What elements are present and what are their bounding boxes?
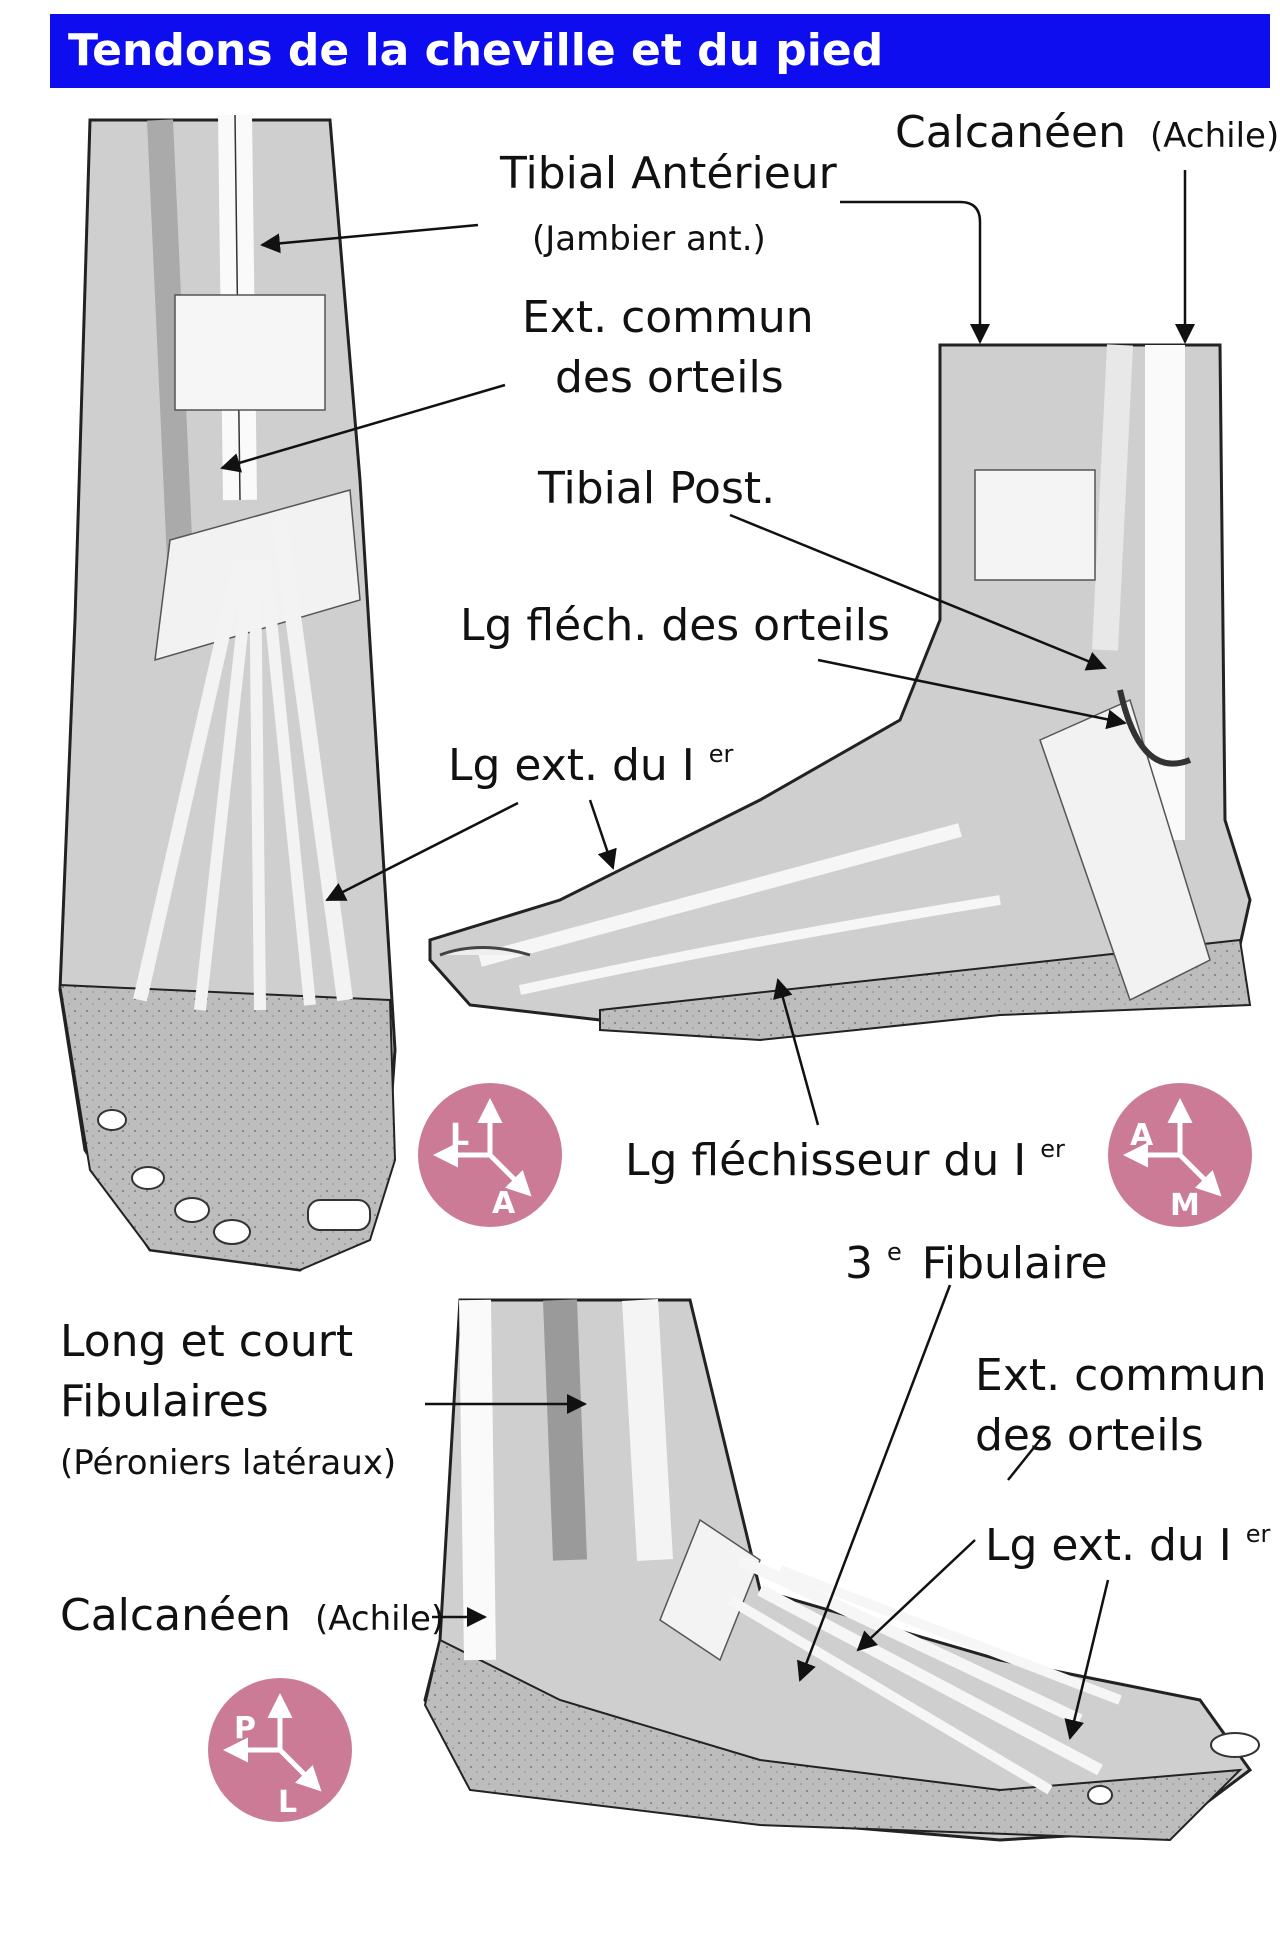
label-des-orteils-top: des orteils bbox=[555, 352, 784, 403]
compass-letter-left: P bbox=[234, 1711, 256, 1746]
label-calcaneen-top: Calcanéen (Achile) bbox=[895, 107, 1279, 158]
orientation-compass-lateral: P L bbox=[208, 1678, 352, 1822]
front-view-foot bbox=[58, 114, 397, 1272]
label-peroniers: (Péroniers latéraux) bbox=[60, 1443, 396, 1483]
label-ext-commun-bottom: Ext. commun bbox=[975, 1350, 1267, 1401]
label-tibial-post: Tibial Post. bbox=[537, 463, 775, 514]
orientation-compass-front: L A bbox=[418, 1083, 562, 1227]
lateral-view-foot bbox=[423, 1298, 1260, 1842]
label-long-et-court: Long et court bbox=[60, 1316, 353, 1367]
medial-view-foot bbox=[428, 343, 1252, 1042]
label-3e-fibulaire: 3 e Fibulaire bbox=[845, 1220, 1108, 1289]
compass-letter-left: A bbox=[1130, 1118, 1154, 1153]
compass-letter-diag: L bbox=[278, 1785, 297, 1820]
label-lg-ext-1er-bottom: Lg ext. du I er bbox=[985, 1520, 1271, 1571]
compass-letter-left: L bbox=[450, 1118, 469, 1153]
label-lg-ext-1er-top: Lg ext. du I er bbox=[448, 740, 734, 791]
label-lg-flechisseur: Lg fléchisseur du I er bbox=[625, 1135, 1065, 1186]
compass-letter-diag: M bbox=[1170, 1188, 1200, 1223]
page-title: Tendons de la cheville et du pied bbox=[50, 14, 1270, 88]
label-ext-commun-top: Ext. commun bbox=[522, 292, 814, 343]
label-fibulaires: Fibulaires bbox=[60, 1376, 269, 1427]
compass-letter-diag: A bbox=[492, 1186, 516, 1221]
label-tibial-anterieur: Tibial Antérieur bbox=[499, 148, 838, 199]
label-lg-flech-orteils: Lg fléch. des orteils bbox=[460, 600, 890, 651]
label-jambier-ant: (Jambier ant.) bbox=[532, 219, 766, 259]
label-des-orteils-bottom: des orteils bbox=[975, 1410, 1204, 1461]
label-calcaneen-bottom: Calcanéen (Achile) bbox=[60, 1590, 444, 1641]
orientation-compass-medial: A M bbox=[1108, 1083, 1252, 1227]
pointer-arrows bbox=[220, 170, 1195, 1740]
